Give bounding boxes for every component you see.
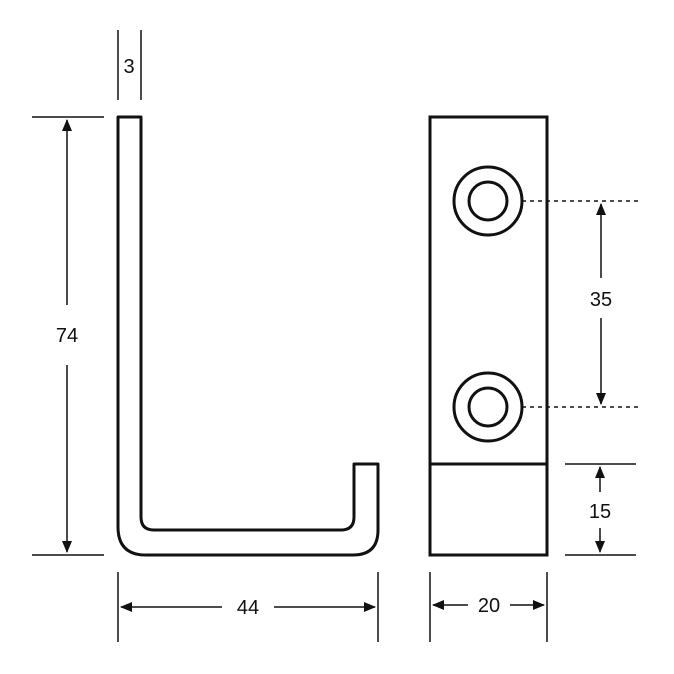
height-label: 74: [56, 325, 78, 347]
dimension-thickness: [117, 30, 142, 100]
dimension-hole-spacing: [522, 200, 642, 408]
top-hole-outer-ring: [452, 165, 524, 237]
dimension-plate-width: [429, 572, 548, 642]
bottom-hole-outer-ring: [452, 371, 524, 443]
hook-side-view: [116, 115, 380, 557]
plate-front-view: [428, 115, 549, 557]
bottom-block-label: 15: [589, 501, 611, 523]
bottom-hole-inner: [467, 386, 509, 428]
plate-outline: [428, 115, 549, 557]
dimension-height: [32, 116, 104, 556]
thickness-label: 3: [123, 56, 134, 78]
width-label: 44: [237, 597, 259, 619]
hole-spacing-label: 35: [590, 289, 612, 311]
top-hole-inner: [467, 180, 509, 222]
dimension-width: [117, 572, 379, 642]
dimension-bottom-block: [565, 463, 636, 556]
hook-profile: [116, 115, 380, 557]
plate-width-label: 20: [478, 595, 500, 617]
